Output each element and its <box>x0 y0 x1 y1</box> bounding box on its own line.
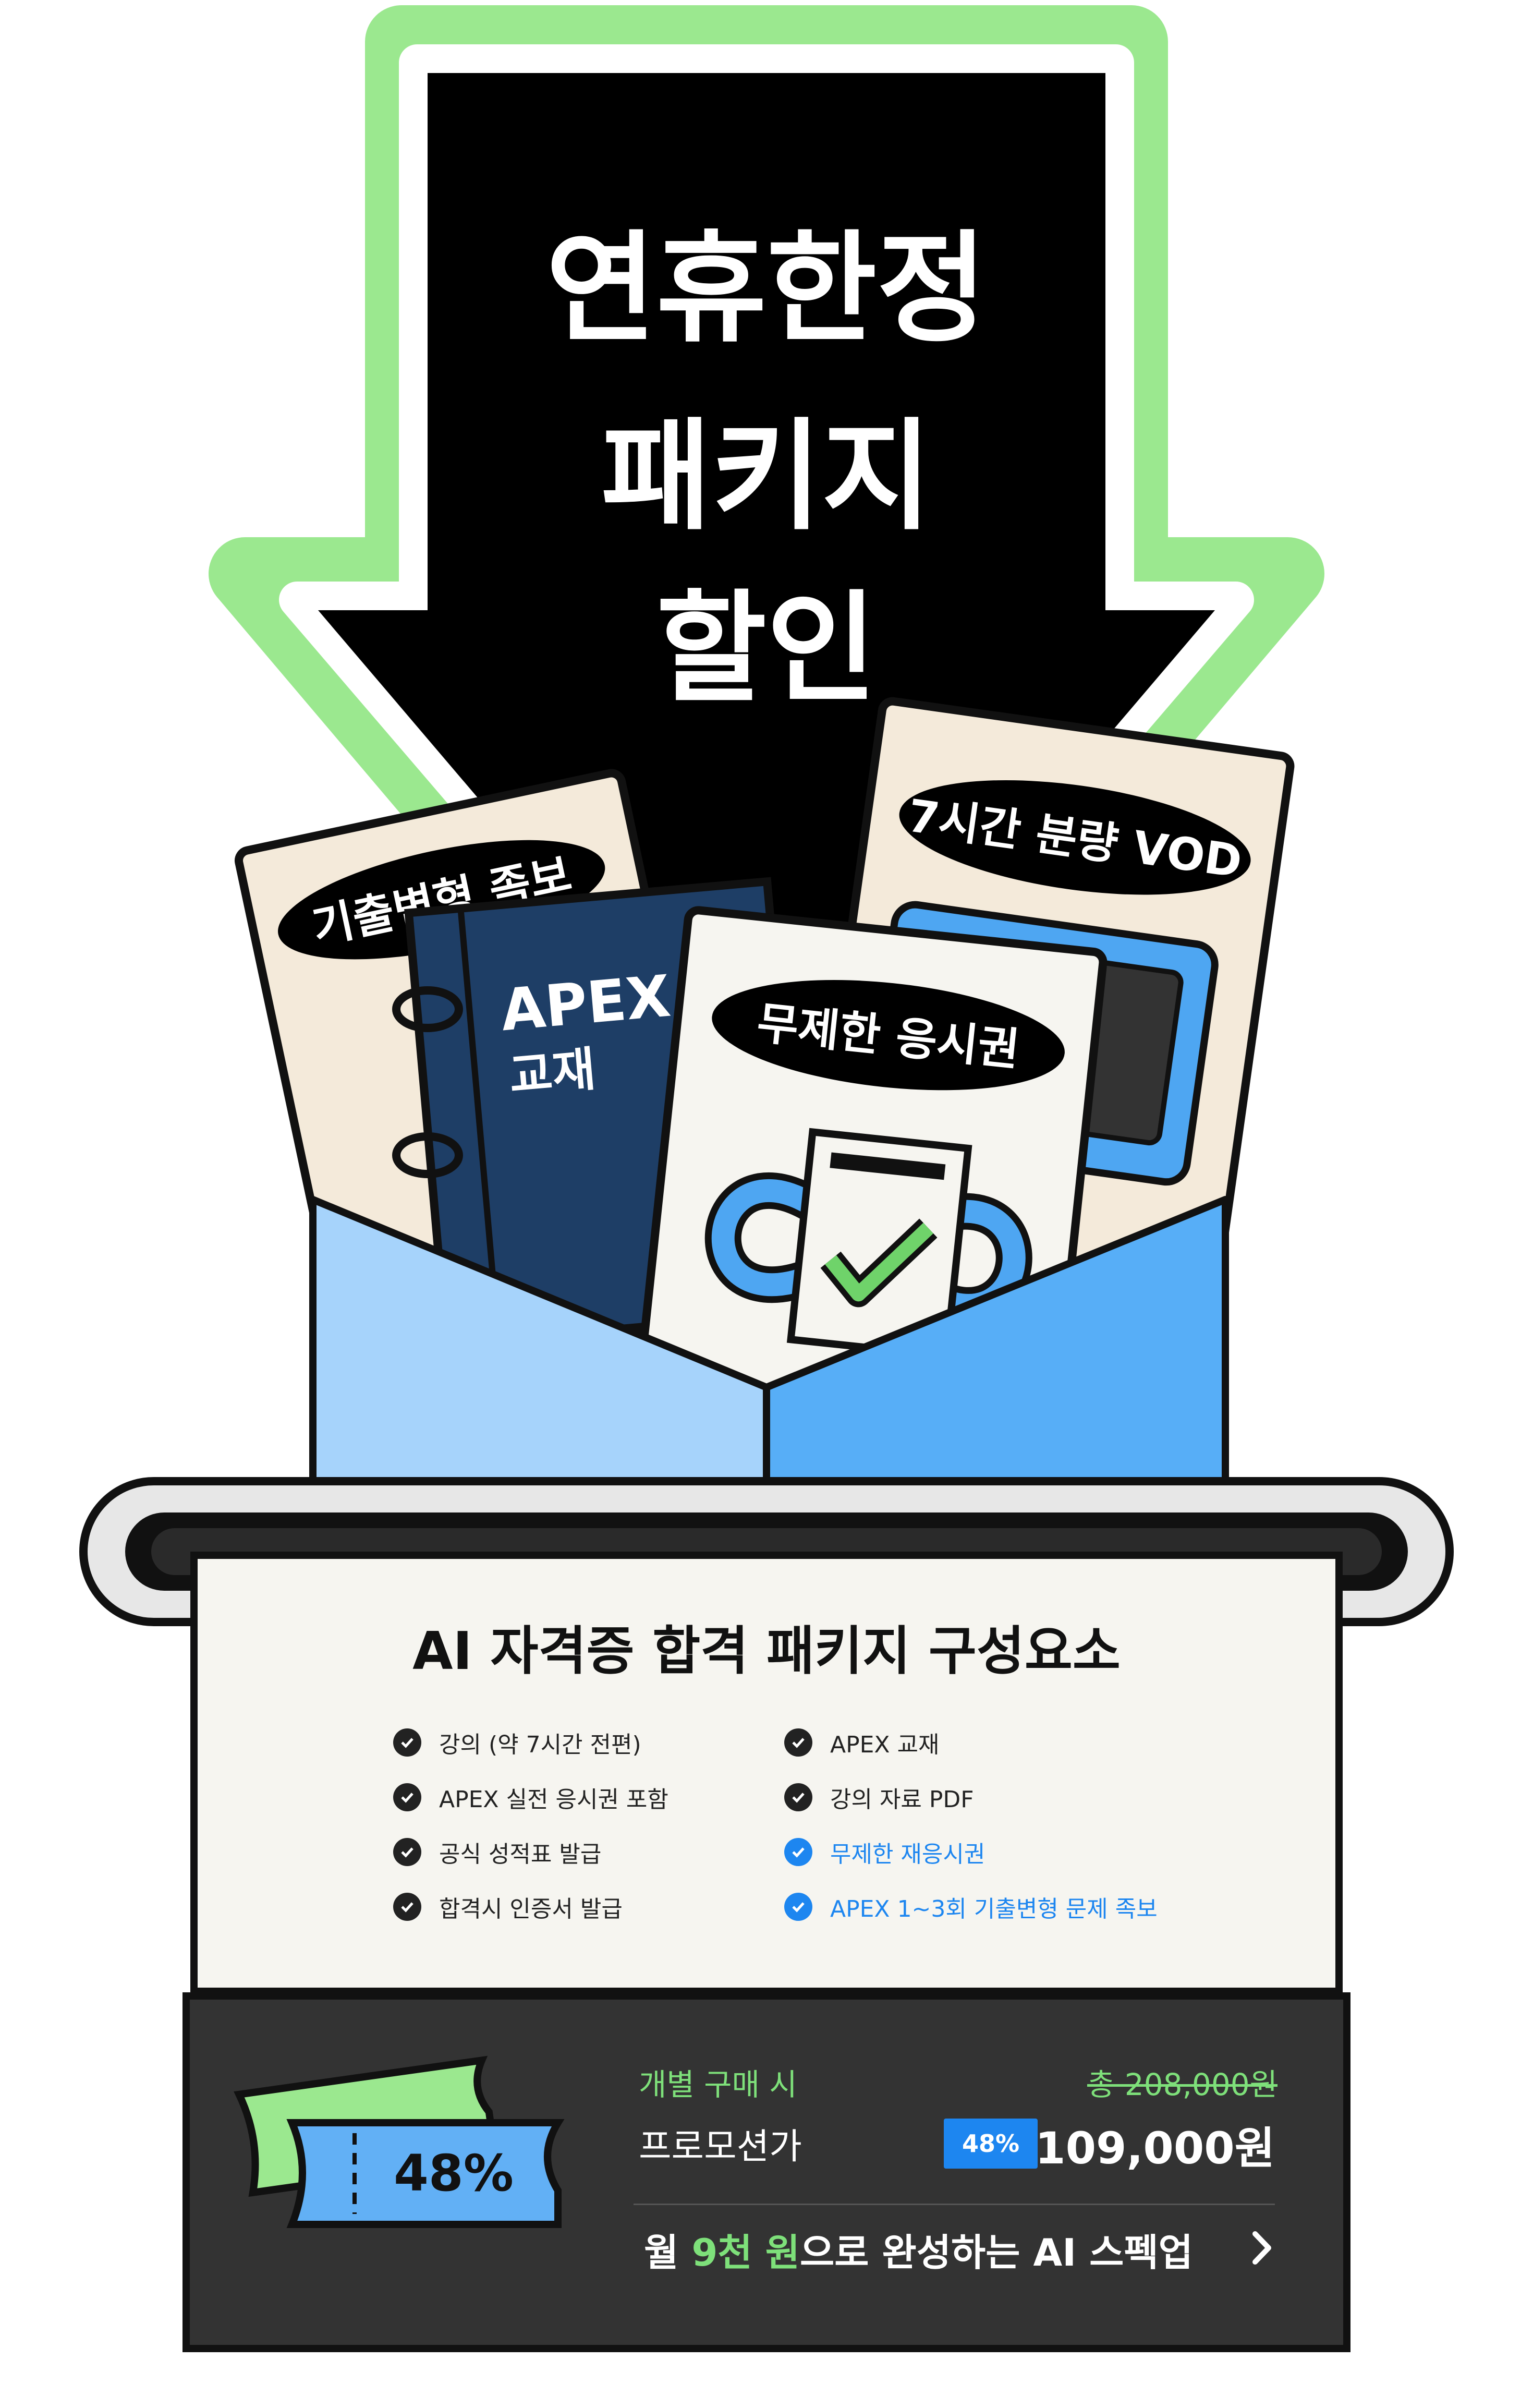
promo-price-label: 프로모션가 <box>639 2126 802 2168</box>
feature-label: 합격시 인증서 발급 <box>439 1896 623 1922</box>
feature-exam-ticket: APEX 실전 응시권 포함 <box>393 1781 668 1814</box>
panel-title: AI 자격증 합격 패키지 구성요소 <box>412 1620 1121 1681</box>
feature-label: 무제한 재응시권 <box>830 1841 986 1868</box>
feature-lecture: 강의 (약 7시간 전편) <box>393 1726 641 1759</box>
check-icon <box>784 1838 812 1866</box>
package-components-panel: AI 자격증 합격 패키지 구성요소 강의 (약 7시간 전편) APEX 실전… <box>190 1552 1343 1995</box>
feature-score-report: 공식 성적표 발급 <box>393 1835 601 1869</box>
hero-title-line-2: 패키지 <box>601 407 932 547</box>
check-icon <box>784 1728 812 1757</box>
check-icon <box>393 1838 421 1866</box>
feature-label: 공식 성적표 발급 <box>439 1841 602 1868</box>
check-icon <box>393 1893 421 1921</box>
feature-textbook: APEX 교재 <box>784 1726 940 1759</box>
feature-past-exam-notes: APEX 1~3회 기출변형 문제 족보 <box>784 1890 1158 1923</box>
individual-price-label: 개별 구매 시 <box>639 2067 797 2102</box>
hero-title-line-3: 할인 <box>656 579 877 719</box>
feature-label: 강의 자료 PDF <box>830 1786 974 1813</box>
check-icon <box>784 1783 812 1811</box>
book-title: APEX <box>498 963 673 1044</box>
ticket-discount-text: 48% <box>394 2144 514 2203</box>
slogan-prefix: 월 <box>644 2231 692 2274</box>
feature-pdf: 강의 자료 PDF <box>784 1781 974 1814</box>
check-icon <box>393 1728 421 1757</box>
promo-price-value: 109,000원 <box>1035 2123 1275 2174</box>
feature-label: APEX 교재 <box>830 1732 940 1758</box>
individual-price-value: 총 208,000원 <box>1087 2067 1278 2102</box>
chevron-right-icon[interactable] <box>1249 2230 1275 2266</box>
hero-title-line-1: 연휴한정 <box>545 220 988 359</box>
monthly-slogan-link[interactable]: 월 9천 원으로 완성하는 AI 스펙업 <box>644 2222 1193 2277</box>
feature-label: 강의 (약 7시간 전편) <box>439 1732 641 1758</box>
feature-unlimited-retake: 무제한 재응시권 <box>784 1835 985 1869</box>
slogan-suffix: 으로 완성하는 AI 스펙업 <box>799 2231 1193 2274</box>
discount-badge: 48% <box>944 2119 1038 2169</box>
book-subtitle: 교재 <box>507 1042 598 1104</box>
price-divider <box>634 2204 1275 2205</box>
feature-certificate: 합격시 인증서 발급 <box>393 1890 623 1923</box>
feature-label: APEX 실전 응시권 포함 <box>439 1786 668 1813</box>
check-icon <box>393 1783 421 1811</box>
check-icon <box>784 1893 812 1921</box>
feature-label: APEX 1~3회 기출변형 문제 족보 <box>830 1896 1158 1922</box>
slogan-highlight: 9천 원 <box>691 2231 800 2274</box>
